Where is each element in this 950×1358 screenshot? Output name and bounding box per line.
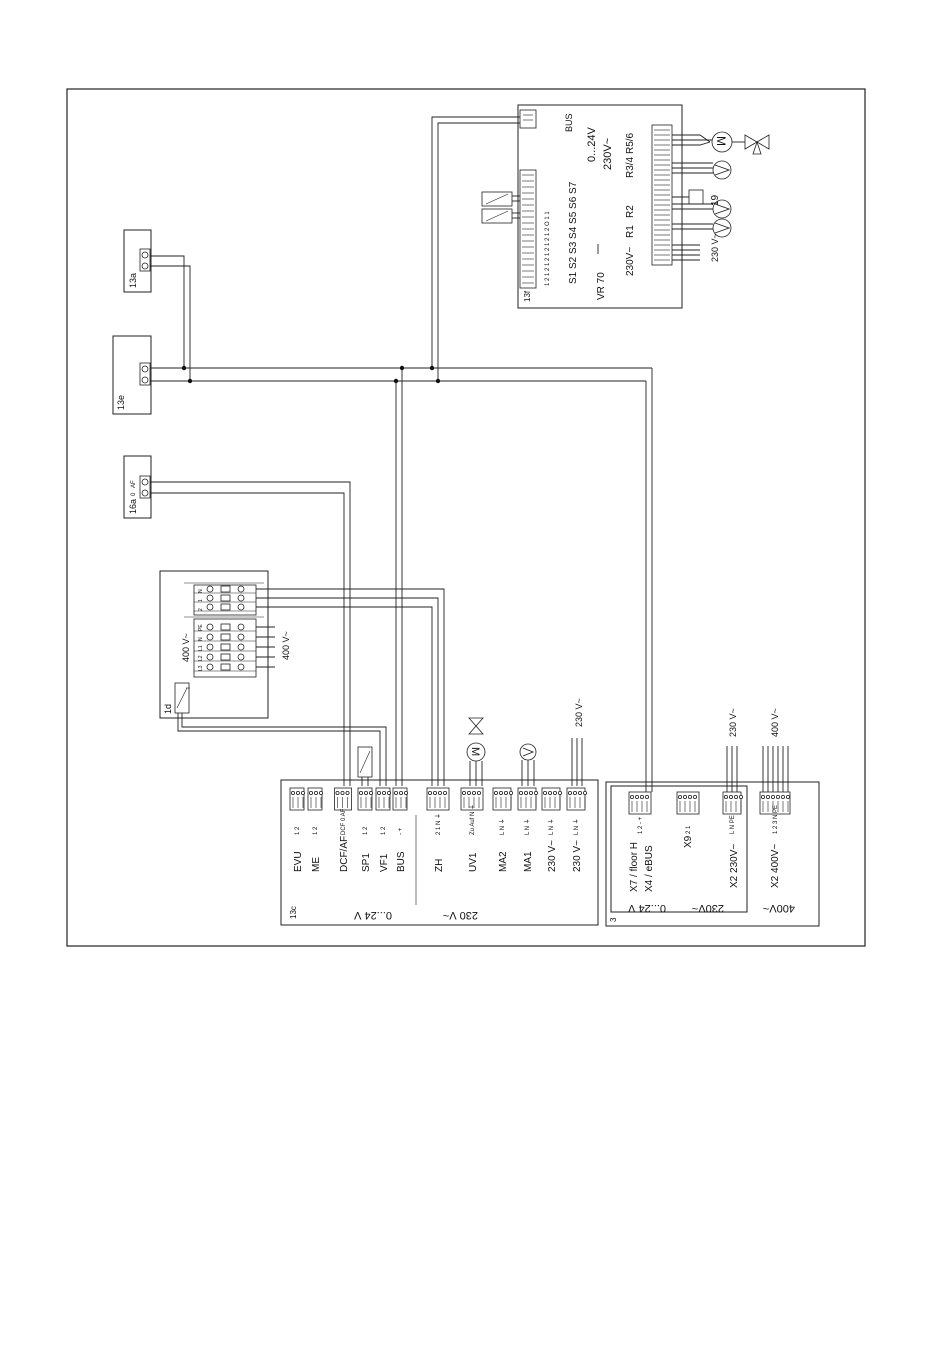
controller-pin-label: L N ⏚ xyxy=(548,818,555,835)
vr70-terminal-numbers: 1 2 1 2 1 2 1 2 1 2 1 2 O 1 1 xyxy=(545,211,551,286)
mixing-valve-icon xyxy=(732,134,770,155)
strip-row-label: PE xyxy=(198,624,204,631)
mixing-valve-icon xyxy=(468,717,484,735)
controller-pin-label: 1 2 xyxy=(295,826,301,835)
controller-terminal-label: MA1 xyxy=(523,851,534,872)
vr70-230v-out: 230 V~ xyxy=(710,233,720,262)
strip-row-label: N xyxy=(198,589,204,593)
module-13a: 13a xyxy=(123,229,152,293)
vr70-r2-label: R2 xyxy=(625,205,636,218)
module-3: 3 1 2 - + 2 1 L N PE 1 2 3 N PE X7 / floor H… xyxy=(605,781,820,927)
box-400v-feed: 400 V~ xyxy=(770,708,780,737)
module-16a-af: AF xyxy=(131,480,137,488)
sensor-icon xyxy=(481,191,513,207)
box-terminal-label: X4 / eBUS xyxy=(644,845,655,892)
strip-row-label: L2 xyxy=(198,655,204,661)
motor-icon: M xyxy=(466,742,486,762)
module-13a-label: 13a xyxy=(128,273,138,288)
controller-pin-label: - + xyxy=(398,827,404,835)
strip-row-label: 1 xyxy=(198,599,204,602)
module-16a: 16a 0 AF xyxy=(123,455,152,519)
box-zone-400: 400V~ xyxy=(763,902,795,914)
module-13e: 13e xyxy=(112,335,152,415)
strip-row-label: L1 xyxy=(198,645,204,651)
vr70-r34-label: R3/4 xyxy=(625,156,636,178)
controller-pin-label: 1 2 xyxy=(363,826,369,835)
box-zone-low: 0...24 V xyxy=(627,902,666,914)
vr70-230v-left: 230V~ xyxy=(625,247,636,276)
box-pin-label: L N PE xyxy=(730,815,736,834)
wiring xyxy=(150,116,789,792)
module-13e-label: 13e xyxy=(116,395,126,410)
module-vr70: 13f BUS 0...24V 230V~ 1 2 1 2 1 2 1 2 1 … xyxy=(517,104,720,309)
strip-row-label: 2 xyxy=(198,608,204,611)
box-terminal-label: X7 / floor H xyxy=(629,842,640,892)
controller-terminal-label: 230 V~ xyxy=(547,840,558,872)
controller-230v-feed: 230 V~ xyxy=(574,698,584,727)
module-13f-label: 13f xyxy=(523,290,532,302)
pump-icon xyxy=(712,218,732,238)
vr70-r56-label: R5/6 xyxy=(625,132,636,154)
module-19-label: 19 xyxy=(710,194,721,206)
module-16a-zero: 0 xyxy=(131,492,137,496)
box-pin-label: 1 2 3 N PE xyxy=(773,805,779,834)
controller-terminal-label: MA2 xyxy=(498,851,509,872)
sensor-icon xyxy=(174,682,190,714)
pump-icon xyxy=(712,160,732,180)
controller-terminal-label: ZH xyxy=(434,859,445,872)
controller-terminal-label: SP1 xyxy=(361,853,372,872)
svg-text:M: M xyxy=(714,136,728,146)
diagram-frame xyxy=(66,88,866,947)
controller-pin-label: 1 2 xyxy=(313,826,319,835)
module-1d-400v-left: 400 V~ xyxy=(181,633,191,662)
vr70-bus-connector xyxy=(519,109,537,129)
module-13c-label: 13c xyxy=(289,906,298,919)
controller-terminal-label: BUS xyxy=(396,851,407,872)
strip-row-label: N xyxy=(198,637,204,641)
vr70-024v-label: 0...24V xyxy=(586,126,598,162)
controller-zone-high: 230 V~ xyxy=(443,909,478,921)
controller-terminal-label: VF1 xyxy=(379,853,390,872)
sensor-icon xyxy=(481,208,513,224)
module-1d-400v-right: 400 V~ xyxy=(281,631,291,660)
controller-terminal-label: UV1 xyxy=(468,852,479,872)
controller-terminal-label: EVU xyxy=(293,851,304,872)
box-pin-label: 1 2 - + xyxy=(638,816,644,834)
box-terminal-label: X9 xyxy=(683,835,694,848)
vr70-r1-label: R1 xyxy=(625,225,636,238)
box-pin-label: 2 1 xyxy=(686,825,692,834)
vr70-sensor-labels: S1 S2 S3 S4 S5 S6 S7 xyxy=(568,181,579,284)
box-zone-230: 230V~ xyxy=(692,902,724,914)
box-terminal-label: X2 230V~ xyxy=(729,844,740,888)
vr70-title: VR 70 xyxy=(596,272,607,300)
module-16a-label: 16a xyxy=(128,499,138,514)
controller-pin-label: Zu Auf N ⏚ xyxy=(469,804,476,835)
vr70-bus-label: BUS xyxy=(564,113,574,132)
controller-terminal-label: 230 V~ xyxy=(572,840,583,872)
module-3-label: 3 xyxy=(609,917,618,922)
controller-pin-label: 2 1 N ⏚ xyxy=(435,813,442,835)
module-1d-label: 1d xyxy=(163,704,173,714)
controller-pin-label: DCF 0 AF xyxy=(341,808,347,835)
controller-pin-label: L N ⏚ xyxy=(524,818,531,835)
motor-icon: M xyxy=(711,131,733,153)
controller-terminal-label: ME xyxy=(311,857,322,872)
controller-pin-label: 1 2 xyxy=(381,826,387,835)
pump-icon xyxy=(519,743,537,761)
controller-pin-label: L N ⏚ xyxy=(499,818,506,835)
box-terminal-label: X2 400V~ xyxy=(770,844,781,888)
controller-terminal-label: DCF/AF xyxy=(339,836,350,872)
controller-pin-label: L N ⏚ xyxy=(573,818,580,835)
box-230v-feed: 230 V~ xyxy=(728,708,738,737)
vr70-230v-label: 230V~ xyxy=(602,138,614,170)
strip-row-label: L3 xyxy=(198,665,204,671)
svg-text:M: M xyxy=(469,747,481,756)
controller-zone-low: 0...24 V xyxy=(353,909,392,921)
